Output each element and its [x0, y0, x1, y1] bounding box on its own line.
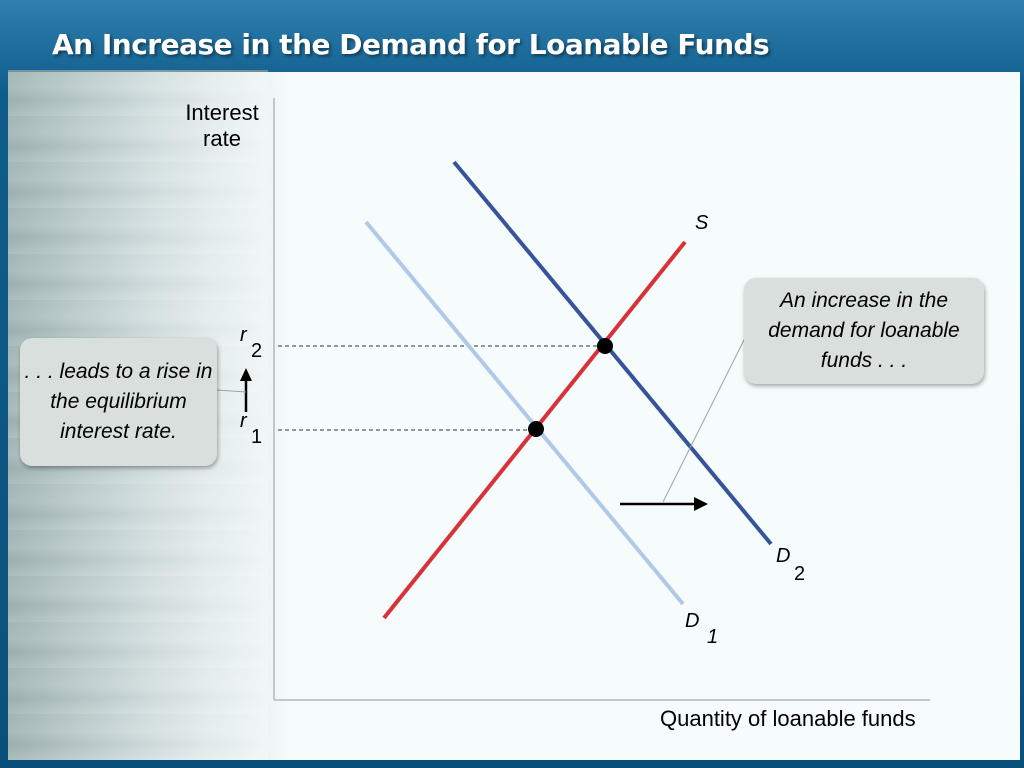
y-axis-label: Interest rate	[170, 100, 274, 152]
r1-subscript: 1	[251, 426, 263, 448]
r2-subscript: 2	[251, 340, 263, 362]
rate-rise-callout: . . . leads to a rise in the equilibrium…	[20, 338, 217, 466]
x-axis-label: Quantity of loanable funds	[660, 706, 916, 731]
demand-increase-callout: An increase in the demand for loanable f…	[744, 278, 984, 384]
equilibrium-point-1	[528, 421, 544, 437]
slide-title: An Increase in the Demand for Loanable F…	[52, 28, 770, 61]
demand-shift-arrowhead	[694, 497, 708, 511]
y-axis-label-line1: Interest	[185, 100, 259, 125]
r2-label: r	[240, 324, 247, 346]
demand-curve-d2	[452, 160, 773, 546]
supply-label: S	[695, 212, 709, 234]
demand-curve-d1	[364, 220, 685, 606]
left-callout-pointer	[216, 389, 247, 393]
demand-increase-callout-text: An increase in the demand for loanable f…	[768, 289, 960, 372]
rate-rise-callout-text: . . . leads to a rise in the equilibrium…	[24, 360, 213, 443]
rate-rise-arrowhead	[240, 368, 252, 381]
y-axis-label-line2: rate	[203, 126, 241, 151]
d2-label: D	[776, 545, 791, 567]
equilibrium-point-2	[597, 338, 613, 354]
title-bar: An Increase in the Demand for Loanable F…	[0, 0, 1024, 72]
d2-subscript: 2	[794, 563, 806, 585]
d1-label: D	[685, 610, 700, 632]
right-callout-pointer	[662, 337, 746, 503]
d1-subscript: 1	[707, 626, 719, 648]
r1-label: r	[240, 410, 247, 432]
